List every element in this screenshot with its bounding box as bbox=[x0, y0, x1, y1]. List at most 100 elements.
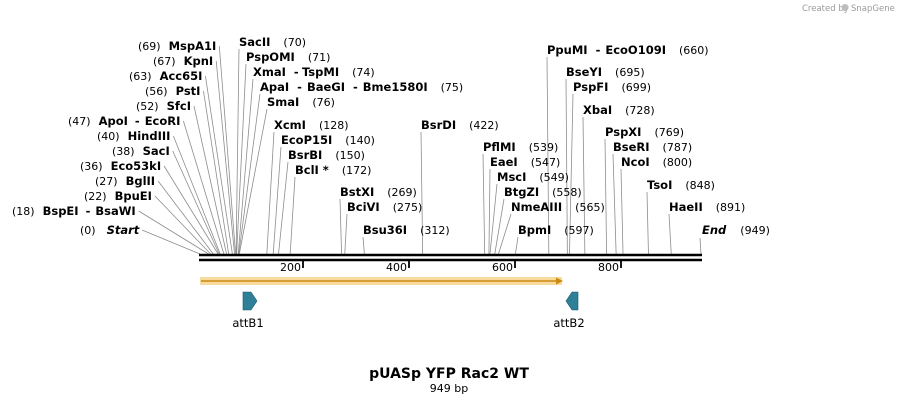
enzyme-bseyi-leader-line bbox=[565, 78, 568, 255]
enzyme-bsu36i[interactable]: Bsu36I(312) bbox=[363, 223, 450, 237]
enzyme-hindiii-leader-line bbox=[173, 135, 221, 255]
attB1-arrow-icon bbox=[242, 291, 258, 311]
enzyme-nmeaiii[interactable]: NmeAIII(565) bbox=[511, 200, 605, 214]
enzyme-bpmi-leader-line bbox=[515, 236, 519, 255]
enzyme-acc65i-leader-line bbox=[205, 75, 233, 255]
enzyme-hindiii[interactable]: (40)HindIII bbox=[97, 129, 170, 143]
enzyme-xmai-leader-line bbox=[237, 78, 254, 255]
credit-prefix: Created by bbox=[802, 4, 849, 14]
primer-arrow-icon bbox=[556, 277, 563, 285]
enzyme-msci[interactable]: MscI(549) bbox=[497, 170, 569, 184]
enzyme-smai-leader-line bbox=[238, 108, 268, 255]
enzyme-mspa1i[interactable]: (69)MspA1I bbox=[138, 39, 216, 53]
enzyme-bspei[interactable]: (18)BspEI-BsaWI bbox=[12, 204, 136, 218]
enzyme-sfci-leader-line bbox=[193, 105, 227, 255]
enzyme-bcli-leader-line bbox=[289, 176, 296, 255]
leader-lines bbox=[138, 45, 702, 255]
enzyme-bcivi[interactable]: BciVI(275) bbox=[347, 200, 422, 214]
enzyme-sacii-leader-line bbox=[235, 48, 240, 255]
enzyme-kpni[interactable]: (67)KpnI bbox=[153, 54, 213, 68]
enzyme-pspfi[interactable]: PspFI(699) bbox=[573, 80, 651, 94]
primer-bar[interactable] bbox=[200, 277, 563, 285]
enzyme-saci[interactable]: (38)SacI bbox=[112, 144, 170, 158]
attB2-arrow-icon bbox=[565, 291, 579, 311]
enzyme-ppumi-leader-line bbox=[546, 56, 550, 255]
enzyme-eco53ki[interactable]: (36)Eco53kI bbox=[80, 159, 161, 173]
enzyme-acc65i[interactable]: (63)Acc65I bbox=[129, 69, 202, 83]
enzyme-bsrbi[interactable]: BsrBI(150) bbox=[288, 148, 365, 162]
feature-attB1[interactable]: attB1 bbox=[232, 291, 264, 330]
sequence-backbone[interactable] bbox=[199, 253, 702, 262]
enzyme-pspxi[interactable]: PspXI(769) bbox=[605, 125, 684, 139]
feature-label-attB1: attB1 bbox=[232, 316, 263, 330]
enzyme-pspfi-leader-line bbox=[569, 93, 574, 255]
enzyme-pspomi[interactable]: PspOMI(71) bbox=[246, 50, 330, 64]
ruler-label-200: 200 bbox=[280, 261, 301, 274]
enzyme-apai[interactable]: ApaI-BaeGI-Bme1580I(75) bbox=[260, 80, 463, 94]
enzyme-msci-leader-line bbox=[489, 183, 498, 255]
enzyme-eco53ki-leader-line bbox=[163, 165, 219, 255]
enzyme-btgzi-leader-line bbox=[494, 198, 505, 255]
enzyme-apai-leader-line bbox=[238, 93, 261, 255]
map-length: 949 bp bbox=[430, 382, 468, 395]
enzyme-sfci[interactable]: (52)SfcI bbox=[136, 99, 191, 113]
enzyme-ncoi[interactable]: NcoI(800) bbox=[621, 155, 692, 169]
enzyme-bstxi[interactable]: BstXI(269) bbox=[340, 185, 417, 199]
snapgene-credit: Created by SnapGene bbox=[802, 4, 895, 14]
credit-brand: SnapGene bbox=[851, 4, 895, 14]
enzyme-smai[interactable]: SmaI(76) bbox=[267, 95, 335, 109]
enzyme-haeii-leader-line bbox=[668, 213, 672, 255]
enzyme-bseyi[interactable]: BseYI(695) bbox=[566, 65, 645, 79]
enzyme-apoi-leader-line bbox=[183, 120, 225, 255]
map-title: pUASp YFP Rac2 WT bbox=[369, 366, 529, 382]
enzyme-psti[interactable]: (56)PstI bbox=[145, 84, 200, 98]
snapgene-logo-icon bbox=[841, 4, 849, 11]
enzyme-bpmi[interactable]: BpmI(597) bbox=[518, 223, 594, 237]
ruler-label-400: 400 bbox=[386, 261, 407, 274]
ruler-tick-200: 200 bbox=[280, 261, 304, 274]
end-leader-line bbox=[699, 237, 702, 255]
feature-label-attB2: attB2 bbox=[553, 316, 584, 330]
enzyme-ncoi-leader-line bbox=[620, 168, 624, 255]
feature-attB2[interactable]: attB2 bbox=[553, 291, 585, 330]
enzyme-bsrbi-leader-line bbox=[278, 161, 289, 255]
enzyme-xbai-leader-line bbox=[582, 116, 586, 255]
enzyme-btgzi[interactable]: BtgZI(558) bbox=[504, 185, 582, 199]
enzyme-bcivi-leader-line bbox=[344, 213, 348, 255]
enzyme-tsoi[interactable]: TsoI(848) bbox=[647, 178, 715, 192]
enzyme-pflmi[interactable]: PflMI(539) bbox=[483, 140, 558, 154]
right-enzyme-labels: SacII(70)PspOMI(71)XmaI-TspMI(74)ApaI-Ba… bbox=[239, 35, 745, 237]
enzyme-psti-leader-line bbox=[203, 90, 230, 255]
enzyme-xcmi-leader-line bbox=[266, 131, 275, 255]
enzyme-kpni-leader-line bbox=[215, 60, 235, 255]
enzyme-ecop15i[interactable]: EcoP15I(140) bbox=[281, 133, 375, 147]
ruler-tick-800: 800 bbox=[598, 261, 622, 274]
enzyme-bpuei-leader-line bbox=[154, 195, 211, 255]
enzyme-pflmi-leader-line bbox=[482, 153, 486, 255]
enzyme-bseri[interactable]: BseRI(787) bbox=[613, 140, 692, 154]
enzyme-nmeaiii-leader-line bbox=[498, 213, 512, 255]
enzyme-bsrdi-leader-line bbox=[420, 131, 424, 255]
enzyme-pspxi-leader-line bbox=[604, 138, 607, 255]
enzyme-xcmi[interactable]: XcmI(128) bbox=[274, 118, 349, 132]
enzyme-bglii[interactable]: (27)BglII bbox=[95, 174, 155, 188]
enzyme-sacii[interactable]: SacII(70) bbox=[239, 35, 306, 49]
enzyme-eaei[interactable]: EaeI(547) bbox=[490, 155, 560, 169]
enzyme-bspei-leader-line bbox=[138, 210, 209, 255]
enzyme-xbai[interactable]: XbaI(728) bbox=[583, 103, 655, 117]
enzyme-bsrdi[interactable]: BsrDI(422) bbox=[421, 118, 499, 132]
enzyme-ppumi[interactable]: PpuMI-EcoO109I(660) bbox=[547, 43, 709, 57]
ruler-label-600: 600 bbox=[492, 261, 513, 274]
enzyme-bseri-leader-line bbox=[612, 153, 617, 255]
ruler: 200 400 600 800 bbox=[280, 261, 622, 274]
enzyme-apoi[interactable]: (47)ApoI-EcoRI bbox=[68, 114, 180, 128]
enzyme-saci-leader-line bbox=[172, 150, 220, 255]
ruler-tick-600: 600 bbox=[492, 261, 516, 274]
ruler-label-800: 800 bbox=[598, 261, 619, 274]
enzyme-bpuei[interactable]: (22)BpuEI bbox=[84, 189, 152, 203]
enzyme-haeii[interactable]: HaeII(891) bbox=[669, 200, 745, 214]
enzyme-xmai[interactable]: XmaI-TspMI(74) bbox=[253, 65, 375, 79]
enzyme-pspomi-leader-line bbox=[236, 63, 247, 255]
enzyme-bcli[interactable]: BclI *(172) bbox=[295, 163, 371, 177]
